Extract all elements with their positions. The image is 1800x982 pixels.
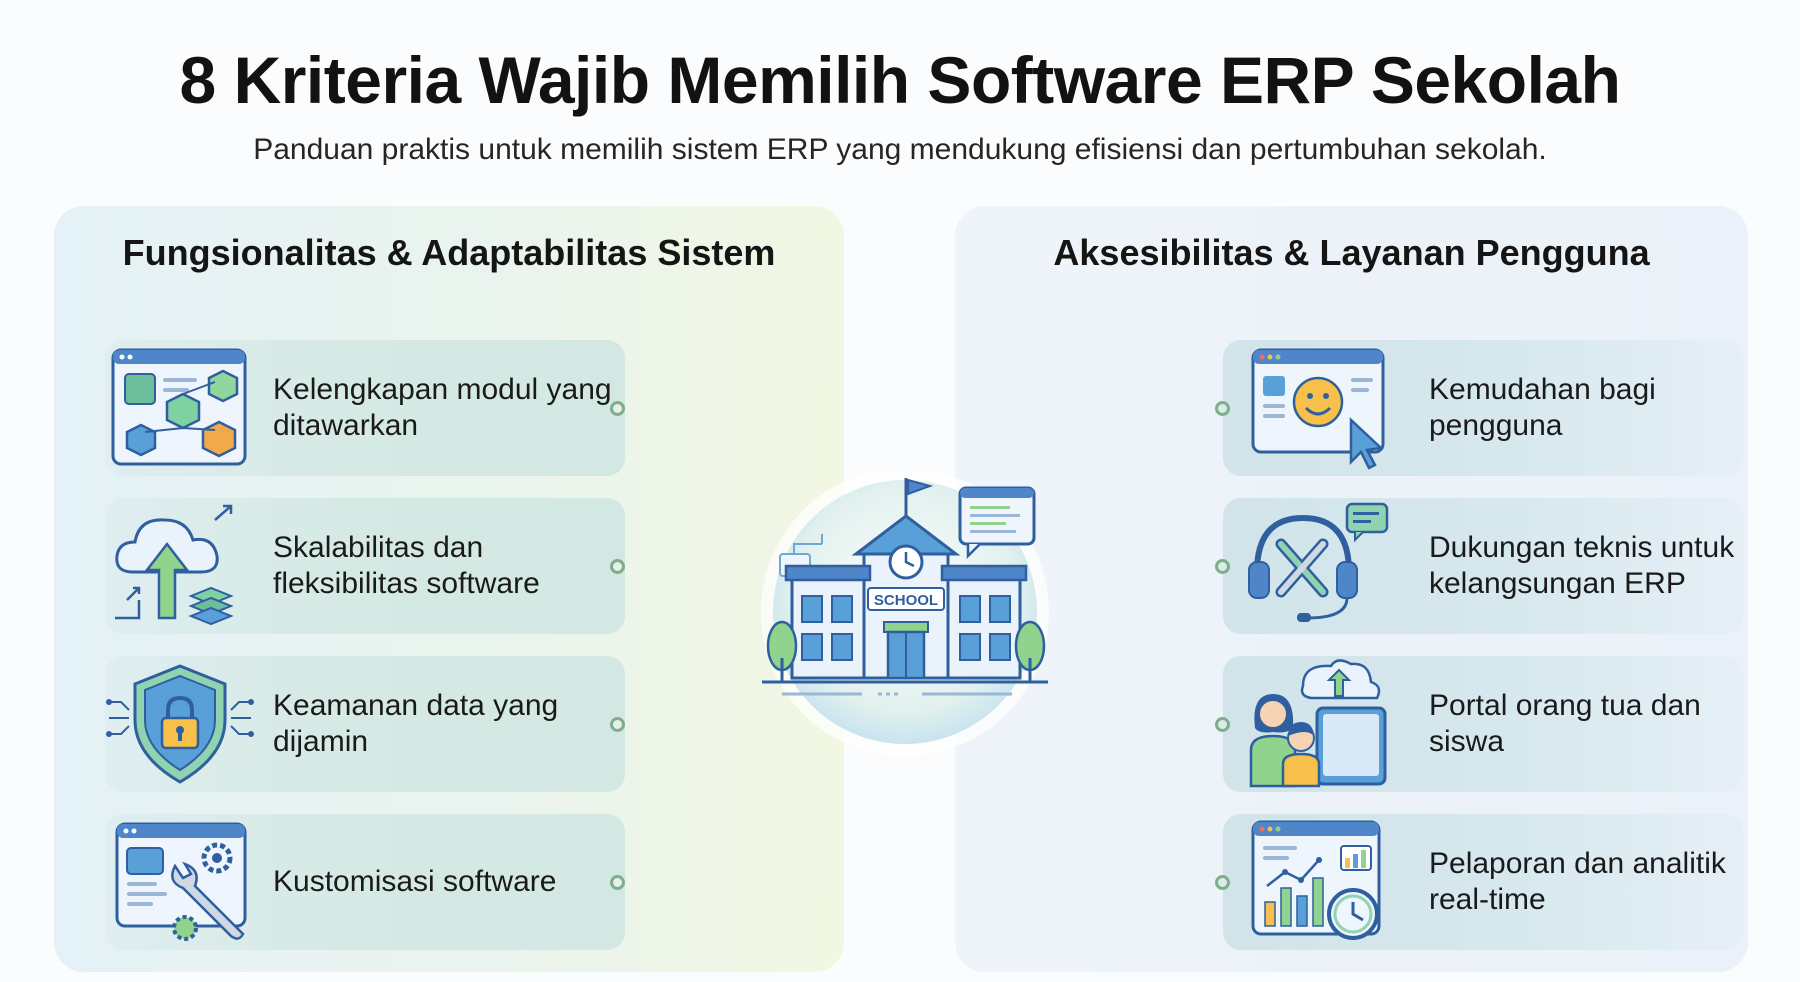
headset-tools-icon: [1248, 502, 1389, 622]
criteria-label: Portal orang tua dan siswa: [1429, 689, 1701, 758]
criteria-card-modules: Kelengkapan modul yang ditawarkan: [105, 340, 625, 476]
connector-dot: [1215, 401, 1230, 416]
left-panel-title: Fungsionalitas & Adaptabilitas Sistem: [122, 232, 776, 273]
criteria-card-scalability: Skalabilitas dan fleksibilitas software: [105, 498, 625, 634]
connector-dot: [610, 401, 625, 416]
smiley-window-icon: [1251, 348, 1385, 470]
criteria-card-portal: Portal orang tua dan siswa: [1215, 656, 1743, 792]
connector-dot: [610, 875, 625, 890]
criteria-label: Skalabilitas dan fleksibilitas software: [273, 531, 540, 600]
wrench-settings-icon: [115, 822, 247, 941]
criteria-label: Kelengkapan modul yang ditawarkan: [273, 373, 612, 442]
criteria-label: Kustomisasi software: [273, 865, 557, 898]
connector-dot: [610, 717, 625, 732]
connector-dot: [1215, 559, 1230, 574]
connector-dot: [1215, 875, 1230, 890]
criteria-label: Dukungan teknis untuk kelangsungan ERP: [1429, 531, 1735, 600]
left-panel: Fungsionalitas & Adaptabilitas Sistem Ke…: [54, 206, 844, 972]
analytics-clock-icon: [1251, 820, 1381, 940]
module-cubes-icon: [111, 348, 247, 466]
criteria-card-reporting: Pelaporan dan analitik real-time: [1215, 814, 1743, 950]
connector-dot: [1215, 717, 1230, 732]
connector-dot: [610, 559, 625, 574]
shield-lock-icon: [106, 664, 254, 784]
criteria-label: Kemudahan bagi pengguna: [1429, 373, 1656, 442]
school-building-icon: SCHOOL: [761, 470, 1049, 756]
page-title: 8 Kriteria Wajib Memilih Software ERP Se…: [179, 43, 1621, 117]
criteria-card-usability: Kemudahan bagi pengguna: [1215, 340, 1743, 476]
criteria-card-customization: Kustomisasi software: [105, 814, 625, 950]
criteria-card-security: Keamanan data yang dijamin: [105, 656, 625, 792]
criteria-label: Keamanan data yang dijamin: [273, 689, 559, 758]
criteria-card-support: Dukungan teknis untuk kelangsungan ERP: [1215, 498, 1743, 634]
criteria-label: Pelaporan dan analitik real-time: [1429, 847, 1726, 916]
right-panel-title: Aksesibilitas & Layanan Pengguna: [1053, 232, 1650, 273]
right-panel: Aksesibilitas & Layanan Pengguna Kemudah…: [955, 206, 1748, 972]
page-subtitle: Panduan praktis untuk memilih sistem ERP…: [253, 133, 1547, 166]
parent-student-icon: [1249, 659, 1387, 788]
cloud-growth-icon: [115, 504, 234, 626]
school-sign: SCHOOL: [874, 592, 938, 609]
